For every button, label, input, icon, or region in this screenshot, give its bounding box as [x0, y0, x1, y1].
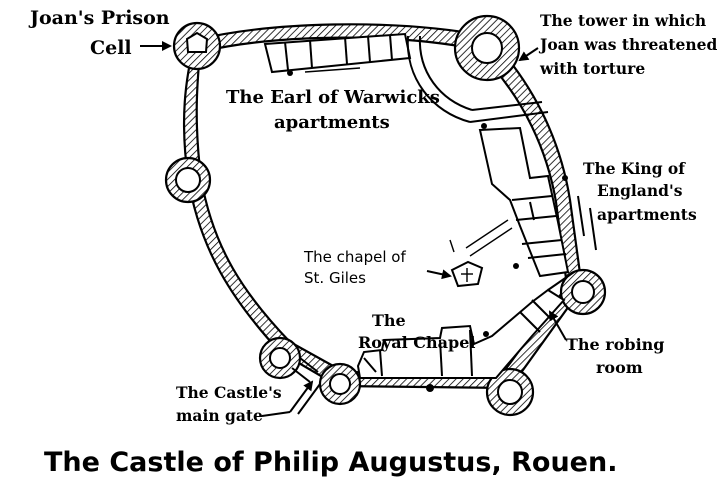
robing-room-label-2: room: [596, 358, 643, 377]
torture-tower-label-2: Joan was threatened: [538, 35, 718, 54]
king-label: The King of: [583, 159, 686, 178]
main-gate-label: The Castle's: [176, 383, 282, 402]
southeast-tower: [485, 367, 535, 417]
st-giles-chapel: [450, 219, 513, 288]
inner-bailey-arc: [406, 35, 549, 129]
gate-tower: [318, 362, 362, 406]
main-gate-leader: [261, 411, 291, 417]
west-tower: [164, 156, 212, 204]
prison-cell-label: Joan's Prison: [28, 7, 170, 29]
prison-cell-label-2: Cell: [90, 37, 132, 59]
king-label-2: England's: [597, 181, 683, 200]
prison-cell-tower: [172, 21, 222, 71]
torture-tower-label-3: with torture: [539, 59, 645, 78]
torture-tower-label: The tower in which: [540, 11, 706, 30]
royal-chapel-label: The: [372, 311, 406, 330]
royal-chapel-label-2: Royal Chapel: [358, 333, 475, 352]
king-label-3: apartments: [597, 205, 697, 224]
warwick-label: The Earl of Warwicks: [226, 87, 440, 108]
robing-tower: [559, 268, 607, 316]
main-gate-label-2: main gate: [176, 406, 263, 425]
torture-tower: [453, 14, 521, 82]
diagram-caption: The Castle of Philip Augustus, Rouen.: [44, 447, 617, 478]
king-apartments: [478, 126, 570, 278]
main-gate: [291, 357, 319, 383]
st-giles-label-2: St. Giles: [304, 269, 366, 287]
robing-room-wall: [547, 271, 575, 291]
pointer-lines: [140, 41, 597, 415]
warwick-label-2: apartments: [274, 112, 390, 133]
southwest-tower: [258, 336, 302, 380]
st-giles-label: The chapel of: [303, 248, 406, 266]
robing-room-label: The robing: [566, 335, 664, 354]
royal-chapel: [356, 288, 566, 392]
